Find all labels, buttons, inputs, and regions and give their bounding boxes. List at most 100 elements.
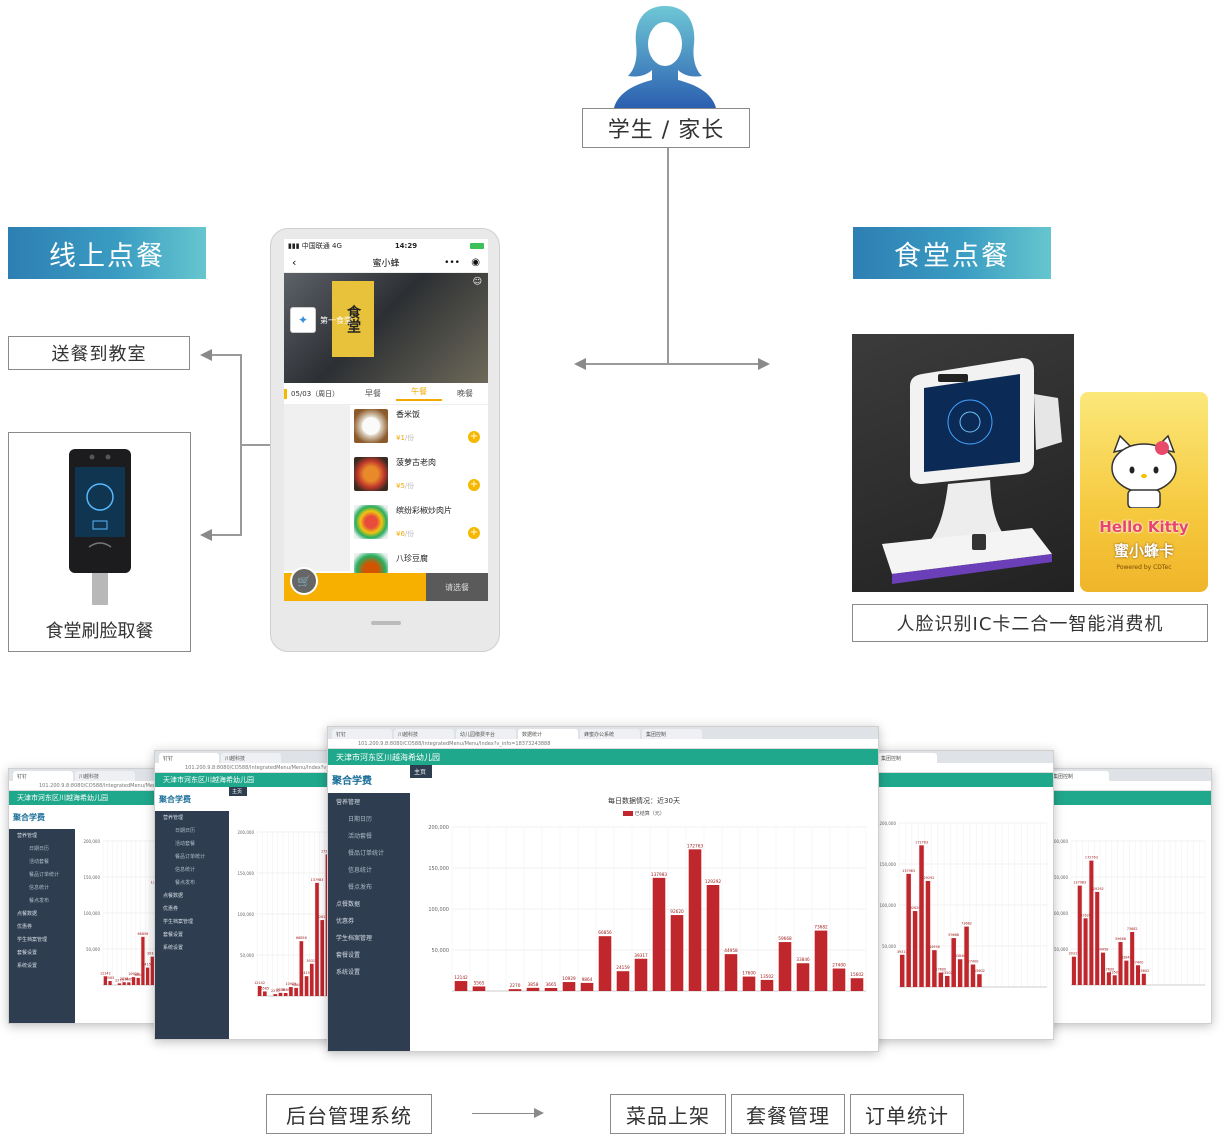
- checkout-button[interactable]: 请选餐: [426, 573, 488, 601]
- admin-header: [873, 773, 1053, 787]
- sidebar-item[interactable]: 日期日历: [175, 828, 196, 834]
- bar: [141, 936, 145, 985]
- arrow-left-icon: [574, 358, 586, 370]
- browser-tab[interactable]: 幼儿园缴费平台: [456, 729, 516, 739]
- sidebar-item[interactable]: 系统设置: [163, 945, 184, 951]
- sidebar-item[interactable]: 系统设置: [17, 963, 38, 969]
- sidebar-item[interactable]: 点餐数据: [163, 893, 184, 899]
- sidebar-item[interactable]: 餐品订单统计: [175, 854, 206, 860]
- cart-icon[interactable]: 🛒: [290, 567, 318, 595]
- sidebar-item[interactable]: 优惠券: [336, 918, 355, 925]
- tab-dinner[interactable]: 晚餐: [457, 389, 473, 398]
- address-bar[interactable]: 101.200.9.8:8080/CO588/IntegratedMenu/Me…: [155, 763, 383, 773]
- dish-item[interactable]: 香米饭 ¥1/份 +: [354, 407, 484, 451]
- address-bar[interactable]: [873, 763, 1053, 773]
- browser-tab[interactable]: 川越科技: [394, 729, 454, 739]
- tab-breakfast[interactable]: 早餐: [365, 389, 381, 398]
- home-tab[interactable]: 主页: [229, 787, 247, 796]
- home-tab[interactable]: 主页: [410, 765, 432, 778]
- sidebar-item[interactable]: 餐点发布: [348, 884, 373, 891]
- kiosk-machine-icon: [882, 358, 1062, 584]
- sidebar-item[interactable]: 餐品订单统计: [29, 872, 60, 878]
- y-tick-label: 150,000: [83, 875, 100, 880]
- bar-value-label: 92620: [910, 906, 921, 910]
- bar-value-label: 5565: [474, 980, 485, 986]
- legend-swatch: [623, 811, 634, 816]
- dish-item[interactable]: 菠萝古老肉 ¥5/份 +: [354, 455, 484, 499]
- dish-rice-image: [354, 409, 388, 443]
- ic-card: Hello Kitty 蜜小蜂卡 Powered by CDTec: [1080, 392, 1208, 592]
- dish-list: 香米饭 ¥1/份 + 菠萝古老肉 ¥5/份 + 缤纷彩椒炒肉片 ¥6/份 +: [350, 405, 488, 587]
- browser-tab[interactable]: 钉钉: [13, 771, 73, 781]
- profile-icon[interactable]: ☺: [472, 277, 482, 287]
- address-bar[interactable]: 101.200.9.8:8080/CO588/IntegratedMenu/Me…: [328, 739, 878, 749]
- bar: [796, 963, 810, 991]
- sidebar-item[interactable]: 活动套餐: [175, 841, 196, 847]
- browser-tab[interactable]: 钉钉: [159, 753, 219, 763]
- browser-tab[interactable]: 蜂蜜办公系统: [580, 729, 640, 739]
- add-dish-button[interactable]: +: [468, 431, 480, 443]
- address-bar[interactable]: 101.200.9.8:8080/CO588/IntegratedMenu/Me…: [9, 781, 217, 791]
- bar: [1124, 960, 1129, 985]
- back-icon[interactable]: ‹: [292, 256, 297, 269]
- sidebar-item[interactable]: 点餐数据: [17, 911, 38, 917]
- sidebar-item[interactable]: 餐点发布: [175, 880, 196, 886]
- sidebar-item[interactable]: 信息统计: [175, 867, 196, 873]
- bar-value-label: 13502: [1109, 970, 1120, 974]
- sidebar-item[interactable]: 套餐设置: [17, 950, 38, 956]
- bar: [131, 977, 136, 985]
- sidebar-item[interactable]: 套餐设置: [163, 932, 184, 938]
- dish-price: ¥1/份: [396, 434, 415, 442]
- bar-value-label: 17600: [1103, 967, 1114, 971]
- category-list: [284, 405, 350, 571]
- sidebar-item[interactable]: 活动套餐: [348, 833, 373, 840]
- tab-lunch[interactable]: 午餐: [396, 386, 442, 401]
- sidebar-item[interactable]: 营养管理: [163, 815, 184, 821]
- target-icon[interactable]: ◉: [471, 257, 480, 268]
- add-dish-button[interactable]: +: [468, 527, 480, 539]
- sidebar-item[interactable]: 优惠券: [17, 924, 33, 930]
- more-icon[interactable]: •••: [444, 257, 460, 268]
- bar-value-label: 12142: [254, 981, 265, 985]
- sidebar-item[interactable]: 营养管理: [336, 799, 361, 806]
- y-tick-label: 150,000: [428, 866, 449, 872]
- bar-value-label: 44958: [724, 948, 738, 954]
- browser-tab[interactable]: 集团控制: [877, 753, 937, 763]
- sidebar-item[interactable]: 套餐设置: [336, 952, 361, 959]
- sidebar-item[interactable]: 营养管理: [17, 833, 38, 839]
- sidebar-item[interactable]: 学生档案管理: [336, 935, 373, 942]
- card-name: 蜜小蜂卡: [1113, 542, 1174, 560]
- sidebar-item[interactable]: 餐点发布: [29, 898, 50, 904]
- sidebar-item[interactable]: 日期日历: [29, 846, 50, 852]
- address-bar[interactable]: [1045, 781, 1211, 791]
- mini-chart: 50,000100,000150,000200,0003931713798392…: [1051, 839, 1206, 986]
- sidebar-item[interactable]: 信息统计: [29, 885, 50, 891]
- browser-tab[interactable]: 集团控制: [1049, 771, 1109, 781]
- browser-tab[interactable]: 钉钉: [332, 729, 392, 739]
- browser-tab[interactable]: 川越科技: [75, 771, 135, 781]
- bar: [652, 877, 666, 991]
- sidebar-item[interactable]: 学生档案管理: [163, 919, 194, 925]
- sidebar-item[interactable]: 学生档案管理: [17, 937, 48, 943]
- y-tick-label: 50,000: [432, 948, 450, 954]
- bar: [127, 982, 131, 985]
- sidebar-item[interactable]: 信息统计: [348, 867, 373, 874]
- bar-value-label: 10929: [128, 972, 139, 976]
- sidebar-item[interactable]: 优惠券: [163, 906, 179, 912]
- sidebar-item[interactable]: 日期日历: [348, 816, 373, 823]
- sidebar-item[interactable]: 点餐数据: [336, 901, 361, 908]
- add-dish-button[interactable]: +: [468, 479, 480, 491]
- bar: [832, 968, 846, 991]
- canteen-name: 第一食堂: [320, 316, 352, 325]
- sidebar-item[interactable]: 餐品订单统计: [348, 850, 385, 857]
- sidebar-item[interactable]: 活动套餐: [29, 859, 50, 865]
- browser-tab[interactable]: 川越科技: [221, 753, 281, 763]
- bar: [508, 989, 522, 991]
- cart-bar[interactable]: 🛒 请选餐: [284, 567, 488, 601]
- sidebar-item[interactable]: 系统设置: [336, 969, 361, 976]
- browser-tabs: 集团控制: [1045, 769, 1211, 781]
- browser-tab[interactable]: 集团控制: [642, 729, 702, 739]
- y-tick-label: 100,000: [83, 911, 100, 916]
- dish-item[interactable]: 缤纷彩椒炒肉片 ¥6/份 +: [354, 503, 484, 547]
- browser-tab[interactable]: 数据统计: [518, 729, 578, 739]
